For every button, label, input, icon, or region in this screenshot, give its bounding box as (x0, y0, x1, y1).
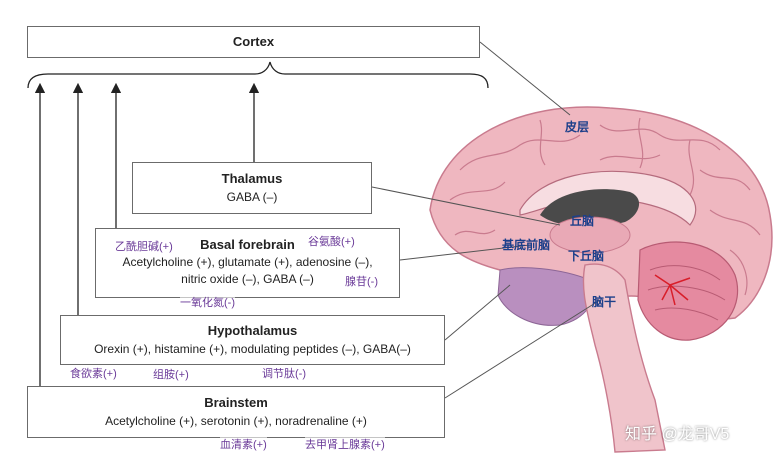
annotation-adenosine: 腺苷(-) (345, 273, 378, 289)
basal-forebrain-line2: nitric oxide (–), GABA (–) (181, 272, 314, 286)
brainstem-box: Brainstem Acetylcholine (+), serotonin (… (27, 386, 445, 438)
annotation-nitric-oxide: 一氧化氮(-) (180, 294, 235, 310)
brainstem-title: Brainstem (204, 395, 268, 410)
basal-forebrain-line1: Acetylcholine (+), glutamate (+), adenos… (122, 255, 373, 269)
cortex-box: Cortex (27, 26, 480, 58)
ventricle (540, 189, 640, 227)
annotation-serotonin: 血清素(+) (220, 436, 267, 452)
thalamus-line: GABA (–) (226, 190, 278, 204)
brain-illustration (429, 106, 773, 453)
projection-arrows (34, 82, 260, 388)
annotation-histamine: 组胺(+) (153, 366, 189, 382)
thalamus-box: Thalamus GABA (–) (132, 162, 372, 214)
basal-forebrain-title: Basal forebrain (200, 237, 295, 252)
watermark: 知乎 @龙哥V5 (625, 426, 730, 443)
annotation-acetylcholine: 乙酰胆碱(+) (115, 238, 173, 254)
hypothalamic-region (497, 267, 594, 326)
gyri-lines (449, 117, 761, 296)
cortex-title: Cortex (232, 34, 275, 49)
annotation-peptides: 调节肽(-) (262, 365, 306, 381)
brain-label-hypothalamus: 下丘脑 (568, 249, 605, 263)
thalamus-title: Thalamus (221, 171, 283, 186)
cerebellum (637, 241, 739, 341)
brain-label-thalamus: 丘脑 (570, 214, 595, 228)
hypothalamus-title: Hypothalamus (207, 323, 298, 338)
brainstem-shape (582, 263, 666, 453)
hypothalamus-line: Orexin (+), histamine (+), modulating pe… (94, 342, 411, 356)
brain-label-brainstem: 脑干 (592, 295, 617, 309)
brain-label-cortex: 皮层 (565, 120, 590, 134)
annotation-noradrenaline: 去甲肾上腺素(+) (305, 436, 385, 452)
annotation-orexin: 食欲素(+) (70, 365, 117, 381)
annotation-glutamate: 谷氨酸(+) (308, 233, 355, 249)
connector-lines (371, 41, 601, 399)
thalamus-region (549, 216, 631, 254)
hypothalamus-box: Hypothalamus Orexin (+), histamine (+), … (60, 315, 445, 365)
cortex-bracket (27, 61, 489, 89)
brainstem-line: Acetylcholine (+), serotonin (+), noradr… (105, 414, 367, 428)
brain-label-basal-forebrain: 基底前脑 (502, 238, 551, 252)
